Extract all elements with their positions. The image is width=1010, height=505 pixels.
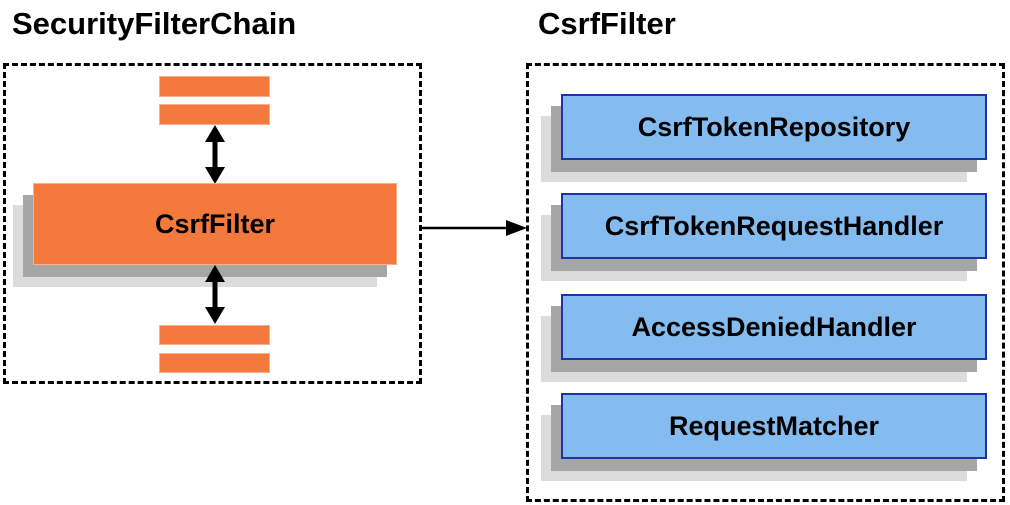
double-arrow-icon (205, 125, 225, 184)
flow-arrow-icon (422, 220, 527, 236)
security-filter-chain-panel (3, 63, 422, 384)
security-filter-chain-title: SecurityFilterChain (12, 6, 297, 41)
component-label: CsrfTokenRepository (637, 111, 911, 142)
csrf-filter-box-label: CsrfFilter (154, 208, 276, 239)
csrf-filter-title: CsrfFilter (538, 6, 676, 41)
double-arrow-icon (205, 265, 225, 324)
component-label: CsrfTokenRequestHandler (604, 210, 944, 241)
filter-placeholder-bar (159, 76, 270, 97)
filter-placeholder-bar (159, 353, 270, 373)
filter-placeholder-bar (159, 104, 270, 125)
csrf-filter-panel (526, 63, 1005, 502)
csrf-filter-box: CsrfFilter (33, 183, 397, 265)
component-box-csrf-token-request-handler: CsrfTokenRequestHandler (561, 193, 987, 259)
component-label: RequestMatcher (668, 410, 880, 441)
component-box-access-denied-handler: AccessDeniedHandler (561, 294, 987, 360)
component-label: AccessDeniedHandler (631, 311, 917, 342)
component-box-csrf-token-repository: CsrfTokenRepository (561, 94, 987, 160)
component-box-request-matcher: RequestMatcher (561, 393, 987, 459)
filter-placeholder-bar (159, 325, 270, 345)
